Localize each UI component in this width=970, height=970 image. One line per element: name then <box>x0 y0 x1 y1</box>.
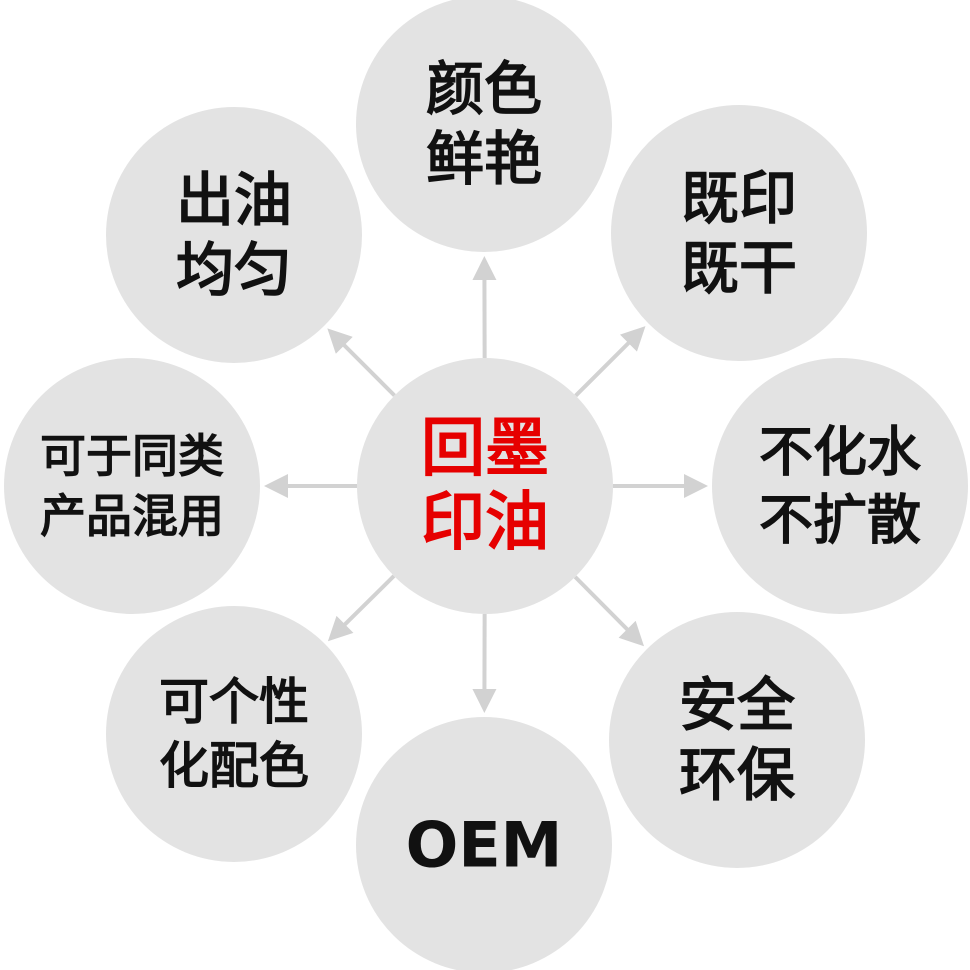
label-top-left-line-1: 出油 <box>176 166 292 234</box>
circle-top-left <box>106 107 362 363</box>
circle-top-right <box>611 105 867 361</box>
center-label-line-1: 回墨 <box>421 412 549 486</box>
label-bottom-right-line-2: 环保 <box>679 741 796 809</box>
label-left-line-1: 可于同类 <box>40 429 224 483</box>
label-bottom-left-line-2: 化配色 <box>159 737 309 795</box>
arrow-to-bottom-right <box>573 575 645 647</box>
arrow-to-bottom-left <box>327 574 396 642</box>
circle-top <box>356 0 612 252</box>
label-top-line-2: 鲜艳 <box>426 125 542 193</box>
arrows-layer <box>264 255 708 714</box>
arrow-to-top-left <box>327 328 396 397</box>
label-left-line-2: 产品混用 <box>40 489 224 543</box>
center-circle <box>357 358 613 614</box>
circle-right <box>712 358 968 614</box>
circle-bottom-right <box>609 612 865 868</box>
label-right-line-2: 不扩散 <box>759 489 921 552</box>
label-top-right-line-1: 既印 <box>681 164 797 232</box>
arrow-to-top-right <box>574 326 646 398</box>
label-top-left-line-2: 均匀 <box>176 236 292 304</box>
circle-left <box>4 358 260 614</box>
circle-bottom-left <box>106 606 362 862</box>
label-top-line-1: 颜色 <box>426 55 542 123</box>
label-bottom-line-1: OEM <box>406 809 563 882</box>
label-top-right-line-2: 既干 <box>681 234 797 302</box>
circle-bottom <box>356 717 612 970</box>
center-label-line-2: 印油 <box>421 486 549 560</box>
label-right-line-1: 不化水 <box>759 421 922 484</box>
label-bottom-left-line-1: 可个性 <box>159 673 309 731</box>
label-bottom-right-line-1: 安全 <box>679 671 796 739</box>
label-bottom: OEM <box>406 809 563 882</box>
